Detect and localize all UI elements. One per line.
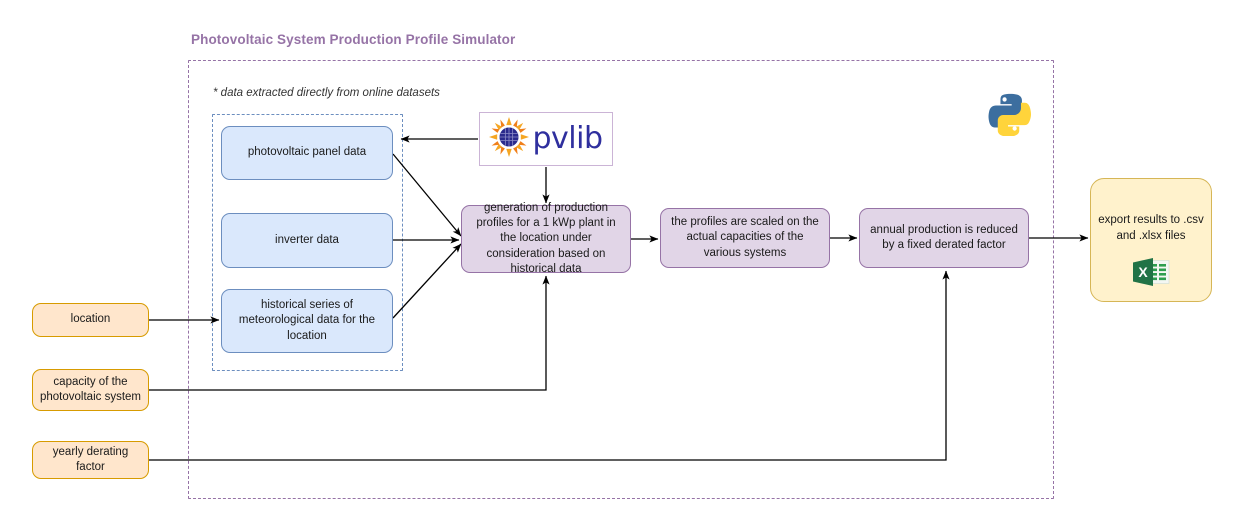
node-export-results[interactable]: export results to .csv and .xlsx files X — [1090, 178, 1212, 302]
svg-text:X: X — [1138, 264, 1148, 280]
node-input-location[interactable]: location — [32, 303, 149, 337]
node-input-yearly-derating-factor[interactable]: yearly derating factor — [32, 441, 149, 479]
node-label: annual production is reduced by a fixed … — [870, 223, 1018, 251]
pvlib-logo-box[interactable]: pvlib — [479, 112, 613, 166]
node-label: generation of production profiles for a … — [476, 202, 616, 275]
excel-icon: X — [1131, 256, 1171, 293]
node-label: photovoltaic panel data — [247, 146, 367, 159]
node-label: export results to .csv and .xlsx files — [1098, 214, 1204, 242]
node-historical-meteo-data[interactable]: historical series of meteorological data… — [221, 289, 393, 353]
datasets-note: * data extracted directly from online da… — [213, 87, 440, 99]
pvlib-wordmark: pvlib — [532, 121, 603, 156]
node-generation-of-production-profiles[interactable]: generation of production profiles for a … — [461, 202, 631, 275]
node-label: yearly derating factor — [52, 445, 129, 473]
node-photovoltaic-panel-data[interactable]: photovoltaic panel data — [221, 126, 393, 180]
node-label: capacity of the photovoltaic system — [40, 375, 141, 403]
node-profiles-scaled-to-capacity[interactable]: the profiles are scaled on the actual ca… — [660, 208, 830, 268]
node-input-capacity[interactable]: capacity of the photovoltaic system — [32, 369, 149, 411]
pvlib-sun-panel-icon — [489, 116, 530, 162]
page-title: Photovoltaic System Production Profile S… — [191, 32, 516, 47]
node-label: inverter data — [275, 233, 339, 246]
python-logo-icon — [988, 90, 1034, 137]
node-inverter-data[interactable]: inverter data — [221, 213, 393, 268]
node-label: the profiles are scaled on the actual ca… — [671, 216, 819, 259]
node-label: historical series of meteorological data… — [238, 299, 376, 342]
node-label: location — [70, 313, 111, 326]
node-annual-production-derated[interactable]: annual production is reduced by a fixed … — [859, 208, 1029, 268]
